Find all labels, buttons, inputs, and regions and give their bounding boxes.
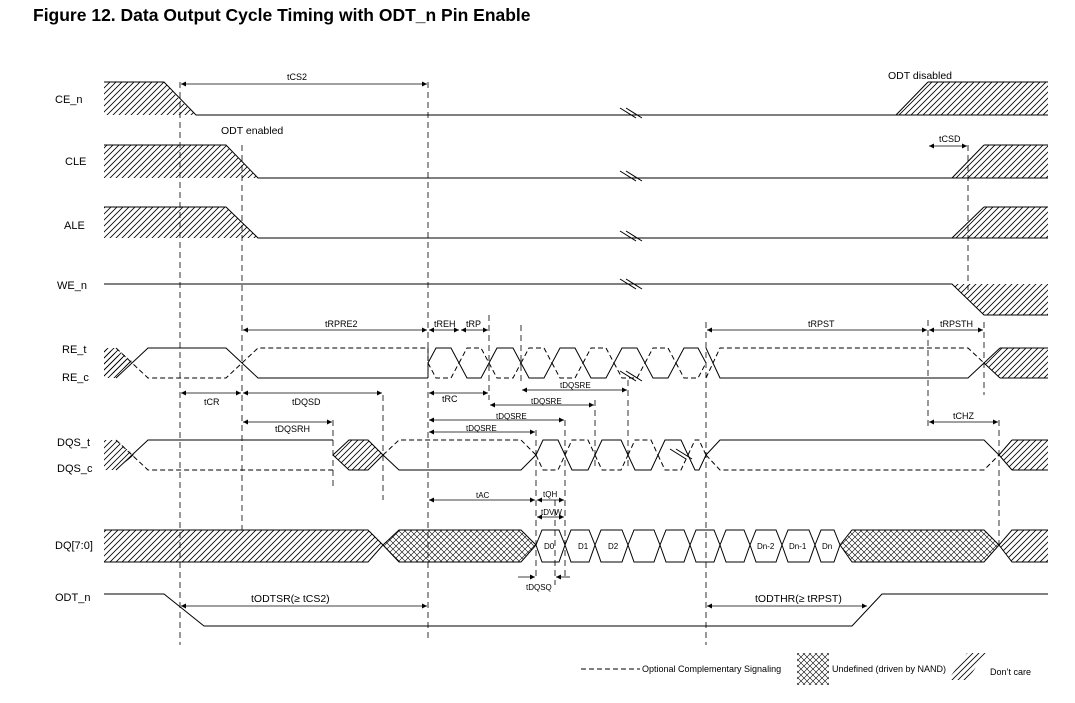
legend-undefined-label: Undefined (driven by NAND) — [832, 664, 946, 674]
timing-tcsd: tCSD — [939, 134, 961, 144]
timing-tdqsq: tDQSQ — [526, 583, 552, 592]
dqs-waveform — [104, 439, 1048, 471]
odt-disabled-label: ODT disabled — [888, 70, 952, 82]
timing-tcr: tCR — [204, 397, 220, 407]
signal-label-re-c: RE_c — [62, 372, 89, 384]
we-waveform — [104, 278, 1048, 316]
signal-label-odt: ODT_n — [55, 592, 90, 604]
timing-tdqsd: tDQSD — [292, 397, 321, 407]
timing-tqh: tQH — [543, 490, 557, 499]
timing-tcs2: tCS2 — [287, 72, 307, 82]
timing-todtsr: tODTSR(≥ tCS2) — [251, 593, 330, 605]
legend-dontcare-swatch — [948, 653, 986, 680]
timing-arrows — [181, 81, 998, 609]
timing-trpst: tRPST — [808, 319, 835, 329]
cle-waveform — [104, 144, 1048, 182]
signal-label-dq: DQ[7:0] — [55, 540, 93, 552]
legend-dontcare-label: Don’t care — [990, 667, 1031, 677]
timing-treh: tREH — [434, 319, 456, 329]
timing-trp: tRP — [466, 319, 481, 329]
legend-undefined-swatch — [797, 653, 829, 685]
timing-todthr: tODTHR(≥ tRPST) — [755, 593, 842, 605]
timing-trpre2: tRPRE2 — [325, 319, 358, 329]
dq-waveform — [104, 529, 1048, 563]
dq-label-d2: D2 — [608, 542, 619, 551]
legend-optional-label: Optional Complementary Signaling — [642, 664, 781, 674]
dq-label-dn: Dn — [822, 542, 832, 551]
ce-waveform — [104, 81, 1048, 119]
legend: Optional Complementary Signaling Undefin… — [581, 653, 1031, 685]
dq-label-dn2: Dn-2 — [757, 542, 775, 551]
timing-tdvw: tDVW — [541, 508, 562, 517]
timing-tdqsrh: tDQSRH — [275, 424, 310, 434]
timing-tdqsre-3: tDQSRE — [496, 412, 527, 421]
timing-trpsth: tRPSTH — [940, 319, 973, 329]
timing-tdqsre-4: tDQSRE — [466, 424, 497, 433]
odt-waveform — [104, 593, 1048, 627]
signal-label-cle: CLE — [65, 156, 86, 168]
timing-tdqsre-1: tDQSRE — [560, 381, 591, 390]
timing-tac: tAC — [476, 491, 490, 500]
dq-label-dn1: Dn-1 — [789, 542, 807, 551]
dq-label-d0: D0 — [544, 542, 555, 551]
signal-label-ce: CE_n — [55, 94, 83, 106]
ale-waveform — [104, 206, 1048, 242]
timing-tdqsre-2: tDQSRE — [531, 397, 562, 406]
signal-label-dqs-t: DQS_t — [57, 437, 90, 449]
timing-trc: tRC — [442, 394, 458, 404]
signal-label-we: WE_n — [57, 280, 87, 292]
signal-label-ale: ALE — [64, 220, 85, 232]
re-waveform — [104, 347, 1048, 382]
timing-tchz: tCHZ — [953, 411, 974, 421]
odt-enabled-label: ODT enabled — [221, 125, 283, 137]
signal-label-dqs-c: DQS_c — [57, 463, 93, 475]
dq-label-d1: D1 — [578, 542, 589, 551]
signal-label-re-t: RE_t — [62, 344, 86, 356]
figure-title: Figure 12. Data Output Cycle Timing with… — [33, 5, 531, 25]
